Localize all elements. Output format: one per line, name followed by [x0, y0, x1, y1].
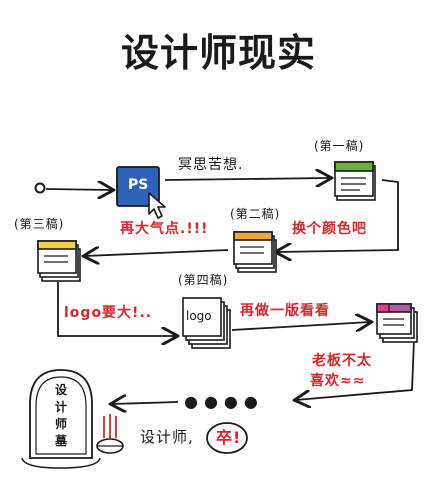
third-draft-doc-icon [37, 240, 81, 282]
fifth-draft-doc-icon [376, 303, 418, 343]
arrow-start-to-ps [45, 189, 112, 190]
page-title: 设计师现实 [120, 31, 316, 75]
arrow-third-to-fourth-draft [57, 282, 176, 336]
first-draft-doc-icon [334, 161, 376, 201]
second-draft-doc-icon [233, 231, 277, 273]
arrow-ps-to-first-draft [164, 178, 330, 180]
step-bigger-logo: logo要大!.. [64, 305, 153, 321]
arrow-ellipsis-to-grave [112, 402, 179, 404]
second-draft-label: (第二稿) [230, 207, 281, 221]
step-more-atmosphere: 再大气点.!!! [120, 221, 209, 237]
arrow-second-to-third-draft [85, 250, 229, 256]
step-think: 冥思苦想. [178, 157, 244, 173]
arrow-first-to-second-draft [277, 179, 399, 252]
died-circle [206, 422, 248, 454]
grave-char-3: 师 [55, 417, 68, 431]
ending-died-label: 卒! [216, 428, 242, 447]
grave-char-4: 墓 [55, 434, 68, 448]
first-draft-label: (第一稿) [314, 139, 365, 153]
fourth-draft-label: (第四稿) [178, 273, 229, 287]
grave-char-2: 计 [55, 400, 68, 414]
start-point [34, 182, 46, 194]
step-boss-line1: 老板不太 [312, 353, 372, 369]
step-another-version: 再做一版看看 [240, 303, 330, 319]
step-change-color: 换个颜色吧 [292, 221, 367, 237]
photoshop-icon [116, 166, 166, 219]
logo-icon-label: logo [186, 309, 212, 323]
step-boss-line2: 喜欢≈≈ [310, 373, 366, 389]
ellipsis-dots: ●●●● [184, 392, 264, 411]
gravestone-icon [21, 369, 101, 469]
third-draft-label: (第三稿) [14, 217, 65, 231]
arrow-fourth-to-final-draft [231, 322, 370, 330]
photoshop-icon-label: PS [128, 177, 149, 193]
ending-designer-label: 设计师, [140, 428, 194, 446]
fourth-draft-logo-doc-icon [182, 297, 231, 349]
grave-char-1: 设 [55, 383, 68, 397]
incense-offering-icon [96, 414, 124, 454]
